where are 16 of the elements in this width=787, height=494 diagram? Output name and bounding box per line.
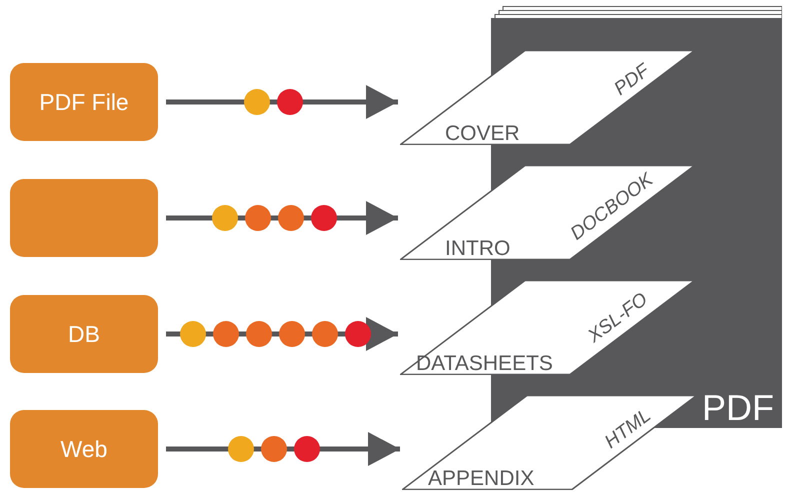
page-label: DATASHEETS — [416, 353, 553, 374]
source-box — [10, 295, 158, 373]
source-box — [10, 410, 158, 488]
page-sheet — [400, 280, 695, 375]
document-label: PDF — [702, 390, 774, 426]
page-sheet — [400, 50, 695, 145]
page-sheet — [400, 165, 695, 260]
source-box — [10, 179, 158, 257]
page-label: COVER — [445, 123, 520, 144]
source-box — [10, 63, 158, 141]
page-sheet — [402, 395, 697, 490]
page-label: INTRO — [445, 238, 510, 259]
source-label: Web — [60, 434, 108, 464]
source-label: PDF File — [39, 88, 129, 117]
page-label: APPENDIX — [428, 468, 534, 489]
source-label: DB — [68, 320, 100, 349]
